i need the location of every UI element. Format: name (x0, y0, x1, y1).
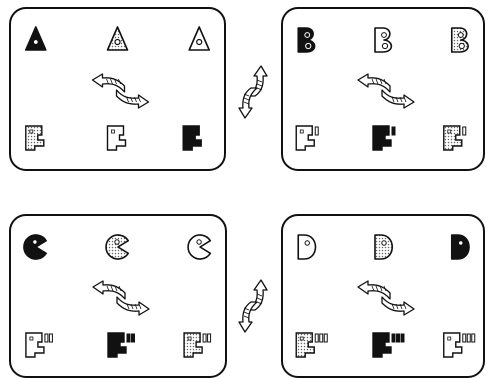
vertical-swap-arrow-icon (239, 66, 267, 118)
panel-d (282, 215, 484, 377)
letter-d-dotted-icon (375, 235, 392, 259)
letter-d-black-icon (452, 235, 469, 259)
panel-b (282, 8, 484, 170)
panel-c (10, 215, 226, 377)
vertical-swap-arrow-icon (239, 280, 267, 332)
panel-a (10, 8, 225, 170)
letter-d-outline-icon (298, 235, 315, 259)
